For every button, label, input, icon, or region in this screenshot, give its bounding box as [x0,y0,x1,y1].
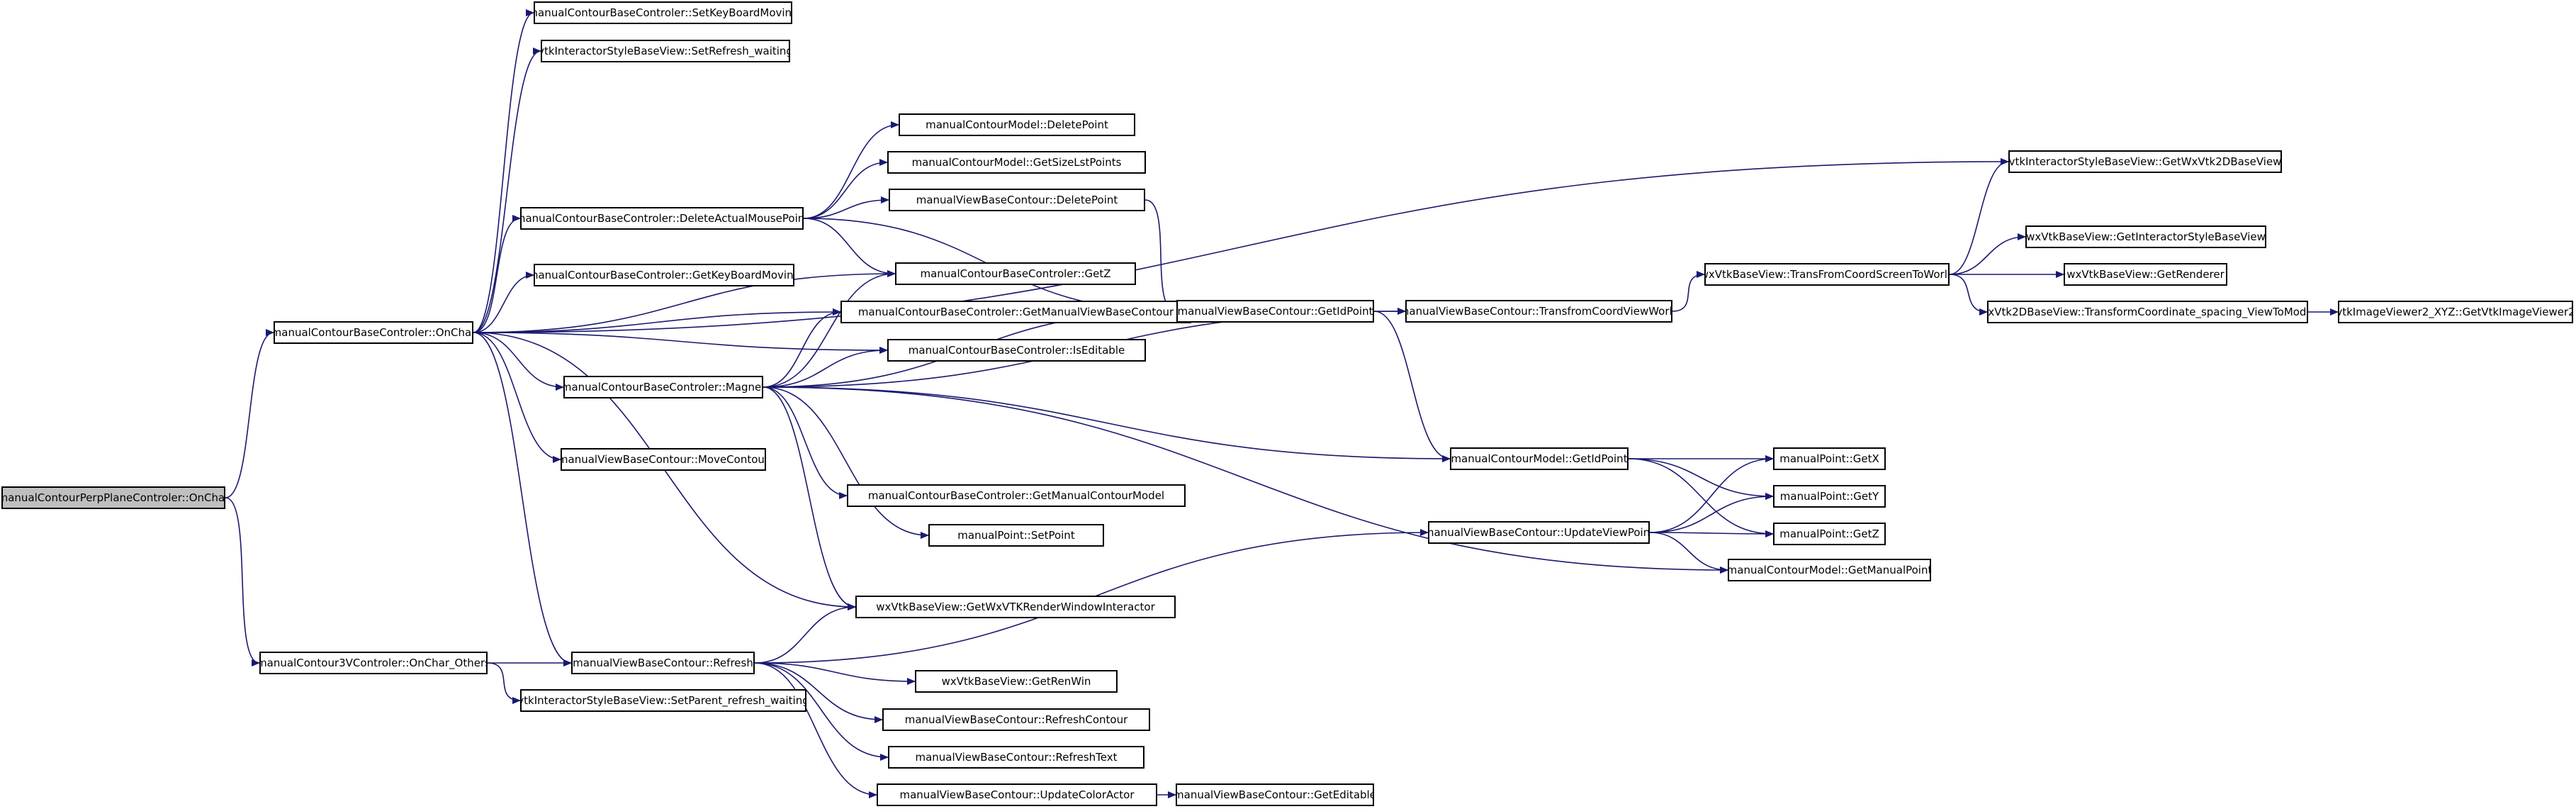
call-edge-onchar-to-move [473,332,561,463]
call-edge-tcvw-to-tfcs [1672,271,1705,312]
call-edge-uvp-to-getz2 [1649,530,1774,537]
function-node-damp[interactable]: manualContourBaseControler::DeleteActual… [520,207,804,230]
function-node-gisbv[interactable]: wxVtkBaseView::GetInteractorStyleBaseVie… [2025,225,2266,248]
function-node-getx[interactable]: manualPoint::GetX [1773,447,1886,470]
function-node-gedit[interactable]: manualViewBaseContour::GetEditable [1176,783,1374,806]
function-node-gidm[interactable]: manualContourModel::GetIdPoint [1450,447,1629,470]
call-edge-onchar-to-damp [473,215,521,333]
function-node-gviv[interactable]: vtkImageViewer2_XYZ::GetVtkImageViewer2 [2338,301,2573,323]
function-node-gmvbc[interactable]: manualContourBaseControler::GetManualVie… [840,301,1191,323]
call-edge-onchar-to-gwx2d [473,158,2009,333]
call-edge-magnet-to-setpt [763,386,929,539]
function-node-onchar[interactable]: manualContourBaseControler::OnChar [274,321,473,344]
call-edge-onchar-to-gkbm [473,272,534,333]
call-edge-onchar-to-ised [473,332,888,354]
call-edge-uvp-to-gmp [1649,532,1728,574]
call-edge-onchar-to-srw [473,48,541,333]
call-edge-tfcs-to-gwx2d [1949,158,2009,275]
function-node-size[interactable]: manualContourModel::GetSizeLstPoints [887,151,1146,174]
function-node-rcont[interactable]: manualViewBaseContour::RefreshContour [882,708,1150,731]
call-edge-root-to-3v [225,497,260,666]
function-node-grend[interactable]: wxVtkBaseView::GetRenderer [2064,263,2227,286]
function-node-setpt[interactable]: manualPoint::SetPoint [928,524,1104,547]
function-node-gwx2d[interactable]: vtkInteractorStyleBaseView::GetWxVtk2DBa… [2008,150,2282,173]
call-edge-gidm-to-gety [1628,458,1774,500]
function-node-rwi[interactable]: wxVtkBaseView::GetWxVTKRenderWindowInter… [855,596,1176,618]
function-node-uca[interactable]: manualViewBaseContour::UpdateColorActor [877,783,1157,806]
call-edge-tfcs-to-tcsv [1949,274,1988,316]
function-node-tcsv[interactable]: wxVtk2DBaseView::TransformCoordinate_spa… [1987,301,2308,323]
call-edge-vbdel-to-gidv [1144,199,1177,315]
function-node-magnet[interactable]: manualContourBaseControler::Magnet [563,376,763,398]
function-node-srw[interactable]: vtkInteractorStyleBaseView::SetRefresh_w… [541,40,790,62]
function-node-root[interactable]: manualContourPerpPlaneControler::OnChar [1,486,225,509]
function-node-uvp[interactable]: manualViewBaseContour::UpdateViewPoint [1428,521,1650,544]
function-node-mcdel[interactable]: manualContourModel::DeletePoint [899,113,1135,136]
function-node-gidv[interactable]: manualViewBaseContour::GetIdPoint [1176,300,1374,323]
call-edge-damp-to-mcdel [803,121,899,219]
call-edge-magnet-to-gmcm [763,386,848,499]
function-node-vbdel[interactable]: manualViewBaseContour::DeletePoint [889,189,1145,211]
call-edge-damp-to-getz [803,218,896,277]
function-node-gety[interactable]: manualPoint::GetY [1773,485,1886,508]
call-edge-magnet-to-gmp [763,386,1728,574]
function-node-skbm[interactable]: manualContourBaseControler::SetKeyBoardM… [534,1,792,24]
call-edge-onchar-to-gmvbc [473,308,841,333]
function-node-rtext[interactable]: manualViewBaseContour::RefreshText [888,746,1144,769]
function-node-3v[interactable]: manualContour3VControler::OnChar_Others [259,652,488,674]
call-edge-onchar-to-getz [473,270,896,333]
call-edge-damp-to-vbdel [803,196,889,219]
call-edge-onchar-to-skbm [473,9,534,333]
function-node-ised[interactable]: manualContourBaseControler::IsEditable [887,339,1146,362]
call-edge-magnet-to-rwi [763,386,856,610]
function-node-tcvw[interactable]: manualViewBaseContour::TransfromCoordVie… [1405,300,1672,323]
call-edge-magnet-to-gidm [763,386,1451,462]
function-node-gmcm[interactable]: manualContourBaseControler::GetManualCon… [847,484,1186,507]
call-edge-refresh-to-renwin [754,662,916,685]
call-edge-refresh-to-rcont [754,662,883,723]
function-node-sprw[interactable]: vtkInteractorStyleBaseView::SetParent_re… [520,689,806,712]
function-node-gmp[interactable]: manualContourModel::GetManualPoint [1728,559,1931,581]
function-node-refresh[interactable]: manualViewBaseContour::Refresh [571,652,755,674]
call-edge-root-to-onchar [225,329,274,498]
call-edge-damp-to-size [803,159,888,219]
call-edge-refresh-to-uca [754,662,877,798]
call-edge-3v-to-sprw [487,662,521,704]
function-node-tfcs[interactable]: wxVtkBaseView::TransFromCoordScreenToWor… [1704,263,1950,286]
call-edge-magnet-to-ised [763,347,888,388]
call-edge-tfcs-to-gisbv [1949,233,2026,275]
function-node-getz2[interactable]: manualPoint::GetZ [1773,523,1886,545]
function-node-getz[interactable]: manualContourBaseControler::GetZ [895,262,1136,285]
call-edge-uvp-to-getx [1649,455,1774,533]
call-edge-uvp-to-gety [1649,493,1774,533]
call-edge-refresh-to-rwi [754,603,856,664]
call-edge-onchar-to-magnet [473,332,564,391]
function-node-move[interactable]: manualViewBaseContour::MoveContour [561,448,766,471]
call-edge-refresh-to-rtext [754,662,889,761]
call-edge-onchar-to-refresh [473,332,572,666]
call-edge-magnet-to-gmvbc [763,308,841,388]
function-node-renwin[interactable]: wxVtkBaseView::GetRenWin [915,670,1118,693]
call-edge-gidm-to-getz2 [1628,458,1774,537]
call-edge-magnet-to-getz [763,270,896,388]
call-edge-gidv-to-gidm [1373,311,1451,462]
function-node-gkbm[interactable]: manualContourBaseControler::GetKeyBoardM… [534,264,794,286]
